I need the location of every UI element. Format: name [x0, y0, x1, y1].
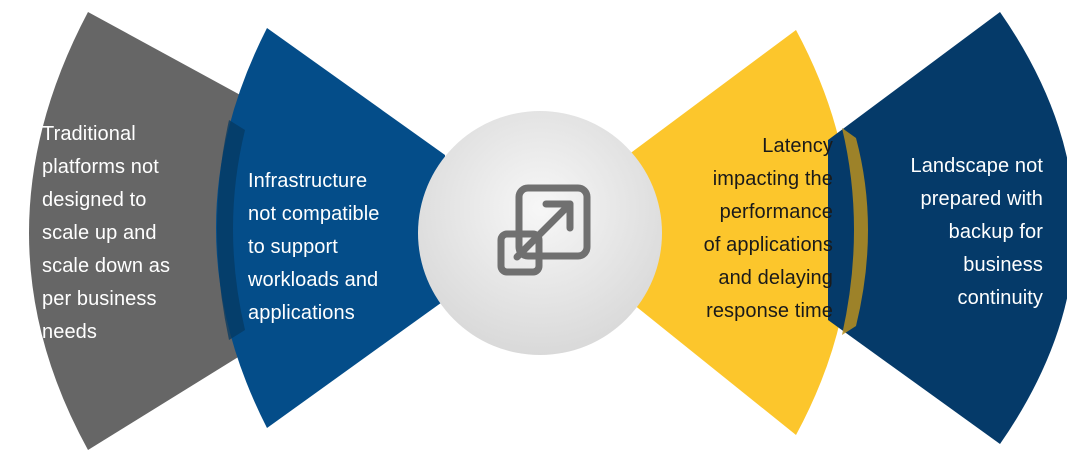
panel-1-line: needs — [42, 321, 97, 343]
panel-3-text: Latency impacting the performance of app… — [704, 130, 833, 328]
panel-2-line: workloads and — [248, 269, 379, 291]
panel-4-text: Landscape not prepared with backup for b… — [910, 150, 1043, 315]
panel-1-line: per business — [42, 288, 157, 310]
panel-4-line: continuity — [957, 287, 1043, 309]
panel-4-line: Landscape not — [910, 155, 1043, 177]
scale-up-arrow-icon — [497, 184, 591, 276]
panel-2-line: Infrastructure — [248, 170, 368, 192]
panel-2-overlap-shadow — [217, 120, 245, 340]
panel-1-shape — [29, 12, 290, 450]
panel-1-line: platforms not — [42, 156, 159, 178]
panel-1-line: scale down as — [42, 255, 171, 277]
panel-3-shape — [628, 30, 851, 435]
panel-3-line: performance — [719, 201, 833, 223]
panel-3-line: impacting the — [712, 168, 833, 190]
panel-2-line: applications — [248, 302, 355, 324]
panel-4-line: business — [963, 254, 1043, 276]
panel-4-overlap-shadow — [842, 128, 868, 335]
panel-3-line: response time — [706, 300, 833, 322]
panel-1-line: Traditional — [42, 123, 136, 145]
panel-3-line: Latency — [762, 135, 833, 157]
panel-2-shape — [216, 28, 445, 428]
panel-1-line: scale up and — [42, 222, 157, 244]
panel-2-line: to support — [248, 236, 338, 258]
panel-4-line: prepared with — [920, 188, 1043, 210]
panel-3-line: and delaying — [718, 267, 833, 289]
panel-3-line: of applications — [703, 234, 833, 256]
panel-2-line: not compatible — [248, 203, 380, 225]
panel-2-text: Infrastructure not compatible to support… — [248, 165, 379, 330]
panel-1-text: Traditional platforms not designed to sc… — [42, 118, 170, 349]
panel-4-shape — [828, 12, 1067, 444]
panel-4-line: backup for — [948, 221, 1043, 243]
panel-1-line: designed to — [42, 189, 147, 211]
